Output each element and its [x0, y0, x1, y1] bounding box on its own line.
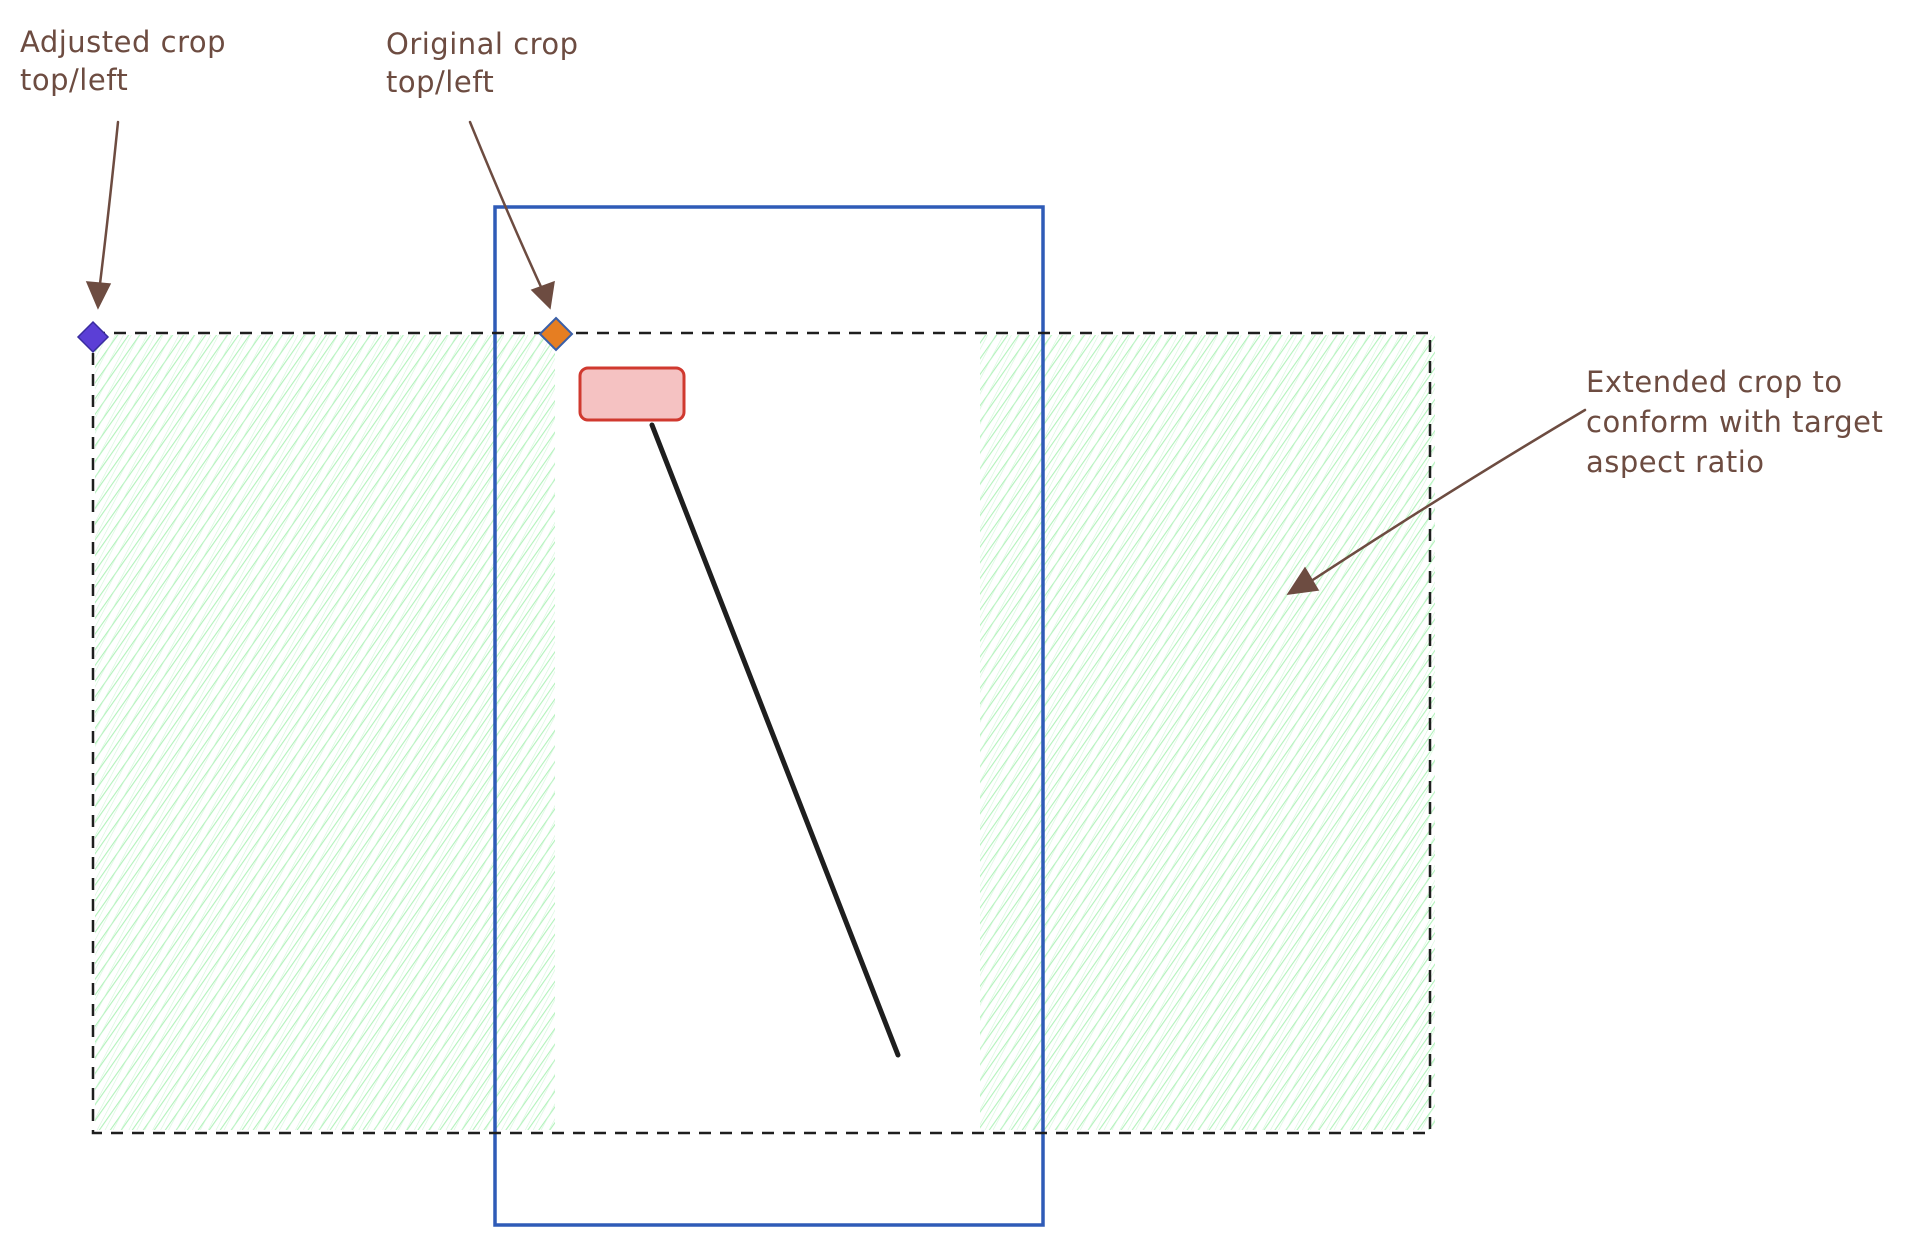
extended-crop-hatch [95, 335, 1435, 1130]
adjusted-crop-arrow [85, 120, 120, 310]
original-crop-label-line2: top/left [386, 65, 494, 99]
extended-crop-label: Extended crop to conform with target asp… [1586, 365, 1893, 479]
subject-box [578, 366, 686, 422]
original-crop-marker-icon [538, 316, 574, 352]
right-extension-hatch-fine [980, 335, 1435, 1130]
original-crop-rect [493, 205, 1045, 1227]
subject-line [649, 422, 901, 1058]
left-extension-hatch-fine [95, 335, 555, 1130]
original-crop-label: Original crop top/left [386, 27, 588, 99]
original-crop-arrow [468, 120, 555, 310]
extended-crop-label-line2: conform with target [1586, 405, 1883, 439]
adjusted-crop-marker-icon [76, 320, 110, 354]
adjusted-crop-label: Adjusted crop top/left [20, 25, 236, 97]
extended-crop-arrow [1286, 408, 1587, 595]
extended-crop-rect [91, 331, 1432, 1135]
extended-crop-label-line3: aspect ratio [1586, 445, 1765, 479]
extended-crop-label-line1: Extended crop to [1586, 365, 1843, 399]
adjusted-crop-label-line2: top/left [20, 63, 128, 97]
original-crop-label-line1: Original crop [386, 27, 579, 61]
adjusted-crop-label-line1: Adjusted crop [20, 25, 226, 59]
